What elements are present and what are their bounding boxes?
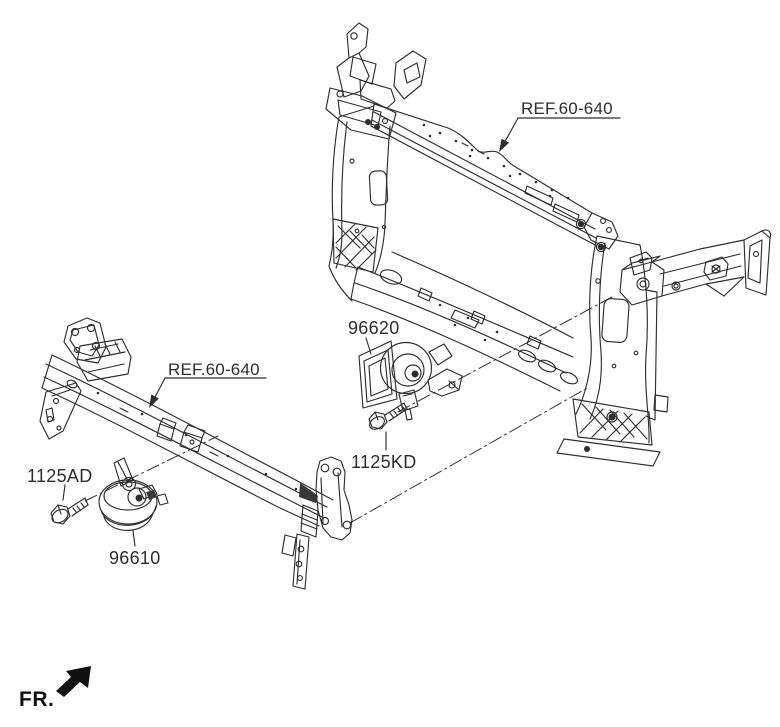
callout-ref-60-640-lower[interactable]: REF.60-640 (168, 360, 260, 379)
bumper-beam-drawing (39, 317, 353, 590)
bolt-1125ad-drawing (50, 497, 89, 525)
horn-96610-drawing (98, 457, 169, 531)
callout-leader-lines (62, 117, 621, 547)
callout-arrowhead-icon (149, 394, 159, 408)
callout-arrowhead-icon (499, 138, 510, 152)
horn-96620-drawing (358, 340, 463, 421)
callout-part-1125ad[interactable]: 1125AD (27, 466, 93, 486)
callout-part-96610[interactable]: 96610 (109, 548, 161, 568)
front-direction-label: FR. (19, 688, 55, 711)
bolt-1125kd-drawing (368, 402, 408, 430)
callout-part-1125kd[interactable]: 1125KD (351, 452, 417, 472)
callout-part-96620[interactable]: 96620 (348, 318, 400, 338)
callout-ref-60-640-upper[interactable]: REF.60-640 (521, 99, 613, 118)
radiator-support-drawing (325, 22, 772, 467)
fr-direction-arrow-icon (56, 666, 91, 697)
